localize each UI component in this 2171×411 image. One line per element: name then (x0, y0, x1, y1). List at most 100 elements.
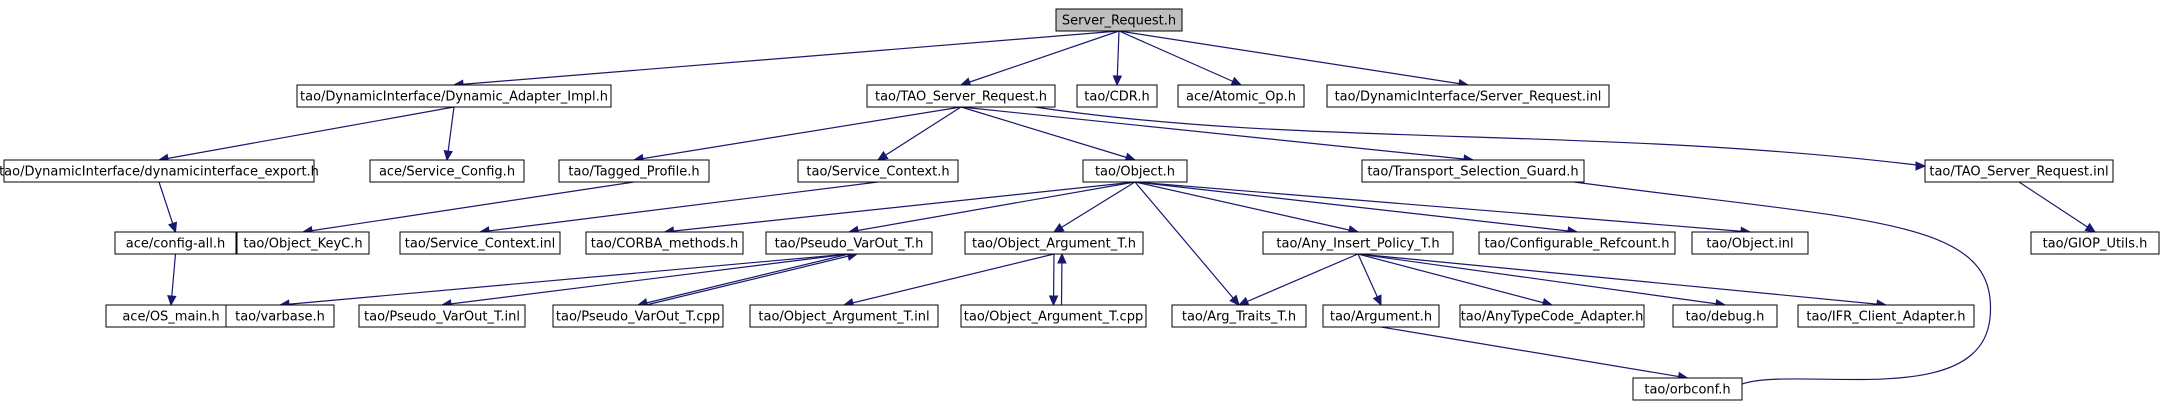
arrowhead-tao_server_request_h-to-service_context_h (876, 150, 889, 161)
node-box[interactable] (1672, 304, 1778, 328)
node-box[interactable] (1478, 231, 1676, 255)
node-label: ace/OS_main.h (122, 310, 219, 325)
node-box[interactable] (2030, 231, 2160, 255)
node-any_insert_policy_t_h[interactable]: tao/Any_Insert_Policy_T.h (1262, 231, 1454, 255)
edge-object_h-to-arg_traits_t_h (1134, 181, 1240, 306)
node-cdr_h[interactable]: tao/CDR.h (1076, 84, 1158, 108)
node-box[interactable] (1082, 159, 1188, 183)
node-dynamic_adapter_impl_h[interactable]: tao/DynamicInterface/Dynamic_Adapter_Imp… (296, 84, 612, 108)
node-object_keyc_h[interactable]: tao/Object_KeyC.h (236, 231, 370, 255)
node-service_context_h[interactable]: tao/Service_Context.h (797, 159, 959, 183)
arrowhead-object_argument_t_cpp-to-object_argument_t_h (1057, 252, 1067, 264)
edge-server_request_h-to-atomic_op_h (1118, 30, 1242, 86)
node-label: tao/Transport_Selection_Guard.h (1367, 165, 1578, 180)
node-box[interactable] (765, 231, 933, 255)
node-box[interactable] (236, 231, 370, 255)
node-server_request_h[interactable]: Server_Request.h (1055, 8, 1183, 32)
node-orbconf_h[interactable]: tao/orbconf.h (1632, 377, 1743, 401)
node-label: tao/IFR_Client_Adapter.h (1806, 310, 1965, 325)
node-label: tao/Argument.h (1330, 310, 1432, 325)
node-varbase_h[interactable]: tao/varbase.h (225, 304, 335, 328)
node-atomic_op_h[interactable]: ace/Atomic_Op.h (1177, 84, 1305, 108)
node-corba_methods_h[interactable]: tao/CORBA_methods.h (585, 231, 744, 255)
node-box[interactable] (1459, 304, 1645, 328)
node-transport_selection_guard_h[interactable]: tao/Transport_Selection_Guard.h (1361, 159, 1585, 183)
arrowhead-dynamic_adapter_impl_h-to-service_config_h (443, 149, 453, 162)
node-object_inl[interactable]: tao/Object.inl (1691, 231, 1809, 255)
node-box[interactable] (585, 231, 744, 255)
node-box[interactable] (399, 231, 561, 255)
node-service_context_inl[interactable]: tao/Service_Context.inl (399, 231, 561, 255)
node-box[interactable] (1055, 8, 1183, 32)
node-service_config_h[interactable]: ace/Service_Config.h (369, 159, 525, 183)
node-object_argument_t_inl[interactable]: tao/Object_Argument_T.inl (749, 304, 939, 328)
node-label: tao/DynamicInterface/Server_Request.inl (1335, 90, 1602, 105)
edge-object_h-to-pseudo_varout_t_h (848, 181, 1136, 233)
node-label: tao/Object_Argument_T.cpp (964, 310, 1143, 325)
node-pseudo_varout_t_h[interactable]: tao/Pseudo_VarOut_T.h (765, 231, 933, 255)
node-giop_utils_h[interactable]: tao/GIOP_Utils.h (2030, 231, 2160, 255)
node-arg_traits_t_h[interactable]: tao/Arg_Traits_T.h (1171, 304, 1307, 328)
arrowhead-tao_server_request_inl-to-giop_utils_h (2084, 222, 2097, 233)
node-argument_h[interactable]: tao/Argument.h (1322, 304, 1440, 328)
node-box[interactable] (1797, 304, 1975, 328)
edge-argument_h-to-orbconf_h (1380, 326, 1688, 379)
node-label: tao/debug.h (1686, 310, 1765, 325)
edge-object_h-to-configurable_refcount_h (1134, 181, 1578, 233)
edge-service_context_h-to-service_context_inl (479, 181, 879, 233)
arrowhead-object_h-to-arg_traits_t_h (1229, 294, 1240, 306)
node-box[interactable] (358, 304, 526, 328)
node-ifr_client_adapter_h[interactable]: tao/IFR_Client_Adapter.h (1797, 304, 1975, 328)
node-box[interactable] (558, 159, 710, 183)
node-tao_server_request_inl[interactable]: tao/TAO_Server_Request.inl (1924, 159, 2114, 183)
node-box[interactable] (1691, 231, 1809, 255)
node-os_main_h[interactable]: ace/OS_main.h (105, 304, 237, 328)
node-box[interactable] (1177, 84, 1305, 108)
node-label: tao/Pseudo_VarOut_T.h (775, 237, 924, 252)
node-label: tao/Object_Argument_T.h (972, 237, 1136, 252)
node-box[interactable] (369, 159, 525, 183)
node-box[interactable] (225, 304, 335, 328)
node-label: ace/Atomic_Op.h (1186, 90, 1296, 105)
node-box[interactable] (1632, 377, 1743, 401)
node-box[interactable] (114, 231, 237, 255)
node-debug_h[interactable]: tao/debug.h (1672, 304, 1778, 328)
node-tagged_profile_h[interactable]: tao/Tagged_Profile.h (558, 159, 710, 183)
node-box[interactable] (296, 84, 612, 108)
node-config_all_h[interactable]: ace/config-all.h (114, 231, 237, 255)
node-label: tao/Object.h (1095, 165, 1175, 180)
node-pseudo_varout_t_cpp[interactable]: tao/Pseudo_VarOut_T.cpp (552, 304, 724, 328)
node-box[interactable] (1171, 304, 1307, 328)
node-box[interactable] (1076, 84, 1158, 108)
node-box[interactable] (1262, 231, 1454, 255)
node-box[interactable] (1326, 84, 1610, 108)
node-server_request_inl[interactable]: tao/DynamicInterface/Server_Request.inl (1326, 84, 1610, 108)
edge-layer (157, 30, 2097, 394)
node-label: tao/Pseudo_VarOut_T.cpp (556, 310, 720, 325)
edge-tao_server_request_h-to-transport_selection_guard_h (960, 106, 1474, 161)
node-object_h[interactable]: tao/Object.h (1082, 159, 1188, 183)
node-box[interactable] (1361, 159, 1585, 183)
node-box[interactable] (1322, 304, 1440, 328)
node-tao_server_request_h[interactable]: tao/TAO_Server_Request.h (866, 84, 1056, 108)
node-box[interactable] (866, 84, 1056, 108)
arrowhead-any_insert_policy_t_h-to-argument_h (1372, 294, 1382, 307)
node-box[interactable] (964, 231, 1144, 255)
node-box[interactable] (1924, 159, 2114, 183)
node-label: tao/Configurable_Refcount.h (1484, 237, 1669, 252)
node-object_argument_t_cpp[interactable]: tao/Object_Argument_T.cpp (960, 304, 1147, 328)
arrowhead-server_request_h-to-atomic_op_h (1230, 76, 1243, 86)
node-box[interactable] (749, 304, 939, 328)
node-label: tao/Service_Context.inl (405, 237, 555, 252)
node-pseudo_varout_t_inl[interactable]: tao/Pseudo_VarOut_T.inl (358, 304, 526, 328)
edge-object_h-to-any_insert_policy_t_h (1134, 181, 1359, 233)
node-box[interactable] (960, 304, 1147, 328)
node-box[interactable] (3, 159, 315, 183)
node-dynamicinterface_export_h[interactable]: tao/DynamicInterface/dynamicinterface_ex… (0, 159, 319, 183)
node-anytypecode_adapter_h[interactable]: tao/AnyTypeCode_Adapter.h (1459, 304, 1645, 328)
arrowhead-dynamicinterface_export_h-to-config_all_h (167, 221, 178, 234)
node-box[interactable] (552, 304, 724, 328)
node-configurable_refcount_h[interactable]: tao/Configurable_Refcount.h (1478, 231, 1676, 255)
node-object_argument_t_h[interactable]: tao/Object_Argument_T.h (964, 231, 1144, 255)
node-box[interactable] (797, 159, 959, 183)
